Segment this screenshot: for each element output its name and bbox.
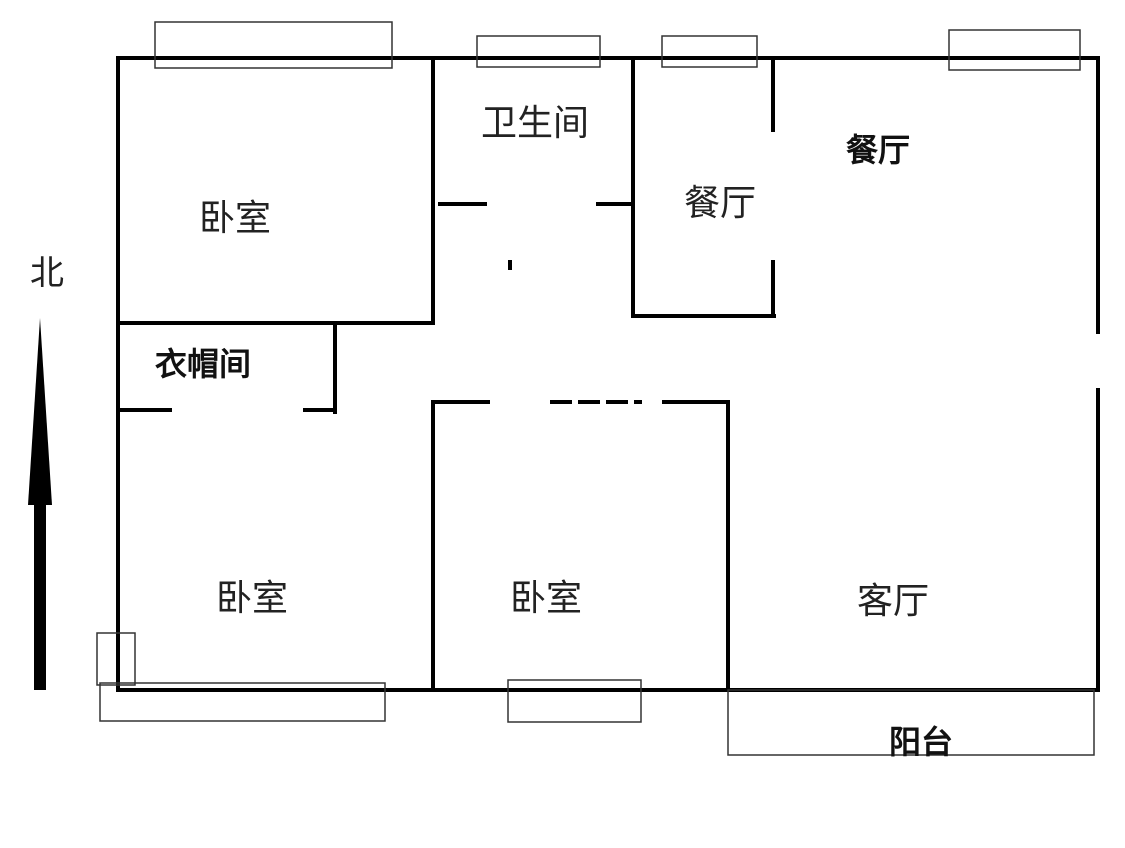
room-label-balcony: 阳台	[888, 723, 954, 761]
walls	[116, 56, 1100, 692]
room-label-dining-main: 餐厅	[845, 131, 911, 169]
room-label-bedroom-nw: 卧室	[198, 198, 272, 239]
room-label-closet: 衣帽间	[154, 345, 252, 383]
window-bedroom-s	[507, 679, 642, 723]
window-dining	[661, 35, 758, 68]
window-corner	[96, 632, 136, 686]
compass-label: 北	[30, 253, 64, 294]
windows	[96, 21, 1095, 756]
room-label-living-room: 客厅	[856, 581, 930, 622]
room-label-bedroom-s: 卧室	[509, 578, 583, 619]
window-dining-main	[948, 29, 1081, 71]
north-arrow-icon	[28, 318, 52, 690]
window-bathroom	[476, 35, 601, 68]
balcony-outline	[727, 689, 1095, 756]
room-label-dining-small: 餐厅	[683, 183, 757, 224]
window-bedroom-sw	[99, 682, 386, 722]
window-bedroom-nw	[154, 21, 393, 69]
room-label-bedroom-sw: 卧室	[215, 578, 289, 619]
room-label-bathroom: 卫生间	[480, 103, 590, 144]
